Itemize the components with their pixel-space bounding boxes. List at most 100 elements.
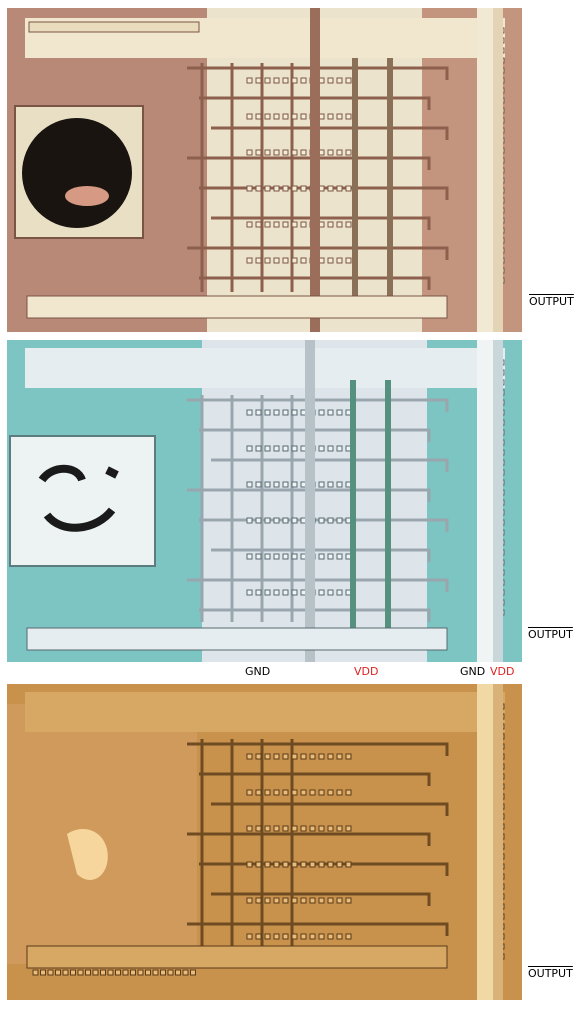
via-contact [273,409,280,416]
via-contact [246,113,253,120]
via-contact [100,969,106,976]
via-contact [345,113,352,120]
via-contact [336,409,343,416]
via-contact [273,861,280,868]
via-contact [318,897,325,904]
via-contact [291,481,298,488]
via-contact [291,897,298,904]
metal-trace [211,548,431,562]
die-photo-2 [7,340,522,662]
via-contact [300,113,307,120]
via-contact [291,77,298,84]
via-contact [327,481,334,488]
via-contact [264,221,271,228]
via-contact [327,553,334,560]
via-contact [255,481,262,488]
via-contact [255,825,262,832]
via-contact [167,969,174,976]
via-contact [282,149,289,156]
via-contact [282,445,289,452]
via-contact [264,933,271,940]
metal-trace [187,488,431,502]
via-contact [336,481,343,488]
via-contact [345,185,352,192]
via-contact [264,517,271,524]
via-contact [246,553,253,560]
metal-trace [187,832,431,846]
via-contact [273,113,280,120]
via-contact [345,933,352,940]
via-contact [282,753,289,760]
via-contact [85,969,91,976]
via-contact [273,553,280,560]
via-contact [318,409,325,416]
via-contact [246,861,253,868]
via-contact [327,257,334,264]
via-contact [291,257,298,264]
via-contact [318,553,325,560]
metal-trace [199,608,431,622]
via-contact [282,185,289,192]
via-contact [336,897,343,904]
via-contact [264,897,271,904]
via-contact [246,445,253,452]
via-contact [309,897,316,904]
metal-trace [187,922,449,936]
via-contact [246,221,253,228]
metal-trace [187,156,431,170]
via-contact [282,897,289,904]
via-contact [291,221,298,228]
via-contact [264,257,271,264]
metal-trace [187,578,449,592]
via-contact [318,789,325,796]
via-contact [264,185,271,192]
via-contact [291,409,298,416]
via-contact [255,861,262,868]
via-contact [152,969,159,976]
via-contact [300,825,307,832]
via-contact [300,861,307,868]
via-contact [318,517,325,524]
via-contact [345,77,352,84]
metal-trace [187,66,449,80]
via-contact [107,969,114,976]
via-contact [282,221,289,228]
metal-trace [187,742,449,756]
via-contact [175,969,181,976]
metal-trace [199,96,431,110]
via-contact [273,185,280,192]
via-contact [300,257,307,264]
via-contact [336,753,343,760]
via-contact [255,149,262,156]
via-contact [345,149,352,156]
metal-trace [211,126,449,140]
via-contact [336,861,343,868]
metal-trace [199,276,431,290]
via-contact [336,789,343,796]
via-contact [40,969,46,976]
via-contact [273,517,280,524]
via-contact [246,517,253,524]
via-contact [255,257,262,264]
via-contact [300,221,307,228]
via-contact [264,77,271,84]
via-contact [255,185,262,192]
via-contact [264,409,271,416]
via-contact [318,481,325,488]
via-contact [327,113,334,120]
via-contact [327,77,334,84]
via-contact [264,113,271,120]
via-contact [345,861,352,868]
via-contact [246,149,253,156]
via-contact [300,149,307,156]
via-contact [309,861,316,868]
via-contact [255,789,262,796]
gnd-label-left: GND [245,665,271,678]
via-contact [309,789,316,796]
via-contact [336,933,343,940]
via-contact [327,221,334,228]
via-contact [255,753,262,760]
via-contact [264,825,271,832]
metal-trace [211,802,449,816]
via-contact [291,589,298,596]
